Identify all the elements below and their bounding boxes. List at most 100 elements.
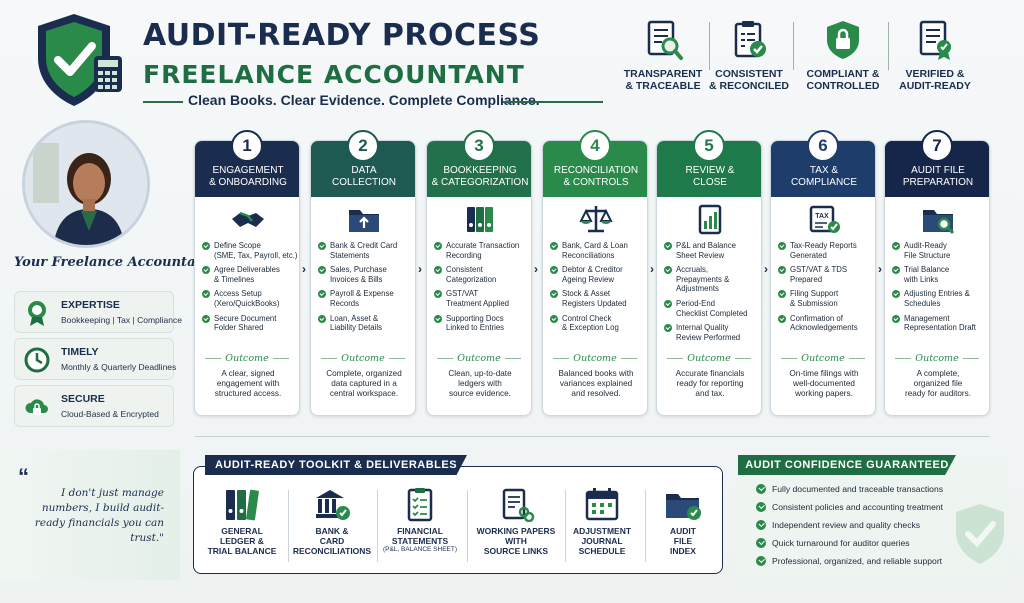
badge-title: EXPERTISE [61,299,120,311]
step-item: Supporting Docs Linked to Entries [434,314,530,333]
outcome-label: Outcome [543,353,647,364]
feature-divider [793,22,794,70]
confidence-item: Fully documented and traceable transacti… [756,484,966,502]
confidence-item: Quick turnaround for auditor queries [756,538,966,556]
step-title: REVIEW & CLOSE [685,165,735,188]
step-item: GST/VAT Treatment Applied [434,289,530,308]
clipboard-statement-icon [407,488,433,522]
document-search-icon [647,20,683,60]
scale-icon [579,206,613,233]
step-item: Define Scope (SME, Tax, Payroll, etc.) [202,241,298,260]
outcome-text: Accurate financials ready for reporting … [675,369,745,398]
clock-icon [24,347,50,373]
feature-label: COMPLIANT & CONTROLLED [806,68,880,92]
toolkit-item-working-papers: WORKING PAPERS WITH SOURCE LINKS [474,486,558,556]
quote-text: I don't just manage numbers, I build aud… [34,487,164,544]
svg-text:TAX: TAX [815,213,829,220]
toolkit-item-audit-index: AUDIT FILE INDEX [641,486,725,556]
outcome-label: Outcome [885,353,989,364]
chevron-right-icon: › [302,262,306,276]
page-title: AUDIT-READY PROCESS [143,18,541,53]
tagline: Clean Books. Clear Evidence. Complete Co… [188,92,540,108]
badge-expertise: EXPERTISE Bookkeeping | Tax | Compliance [14,291,182,333]
step-item: Sales, Purchase Invoices & Bills [318,265,414,284]
step-title: AUDIT FILE PREPARATION [902,165,974,188]
certificate-icon [919,20,951,60]
step-item: Debtor & Creditor Ageing Review [550,265,646,284]
step-item: Access Setup (Xero/QuickBooks) [202,289,298,308]
tagline-rule-right [503,101,603,103]
badge-title: SECURE [61,393,105,405]
person-avatar-icon [25,123,147,245]
step-title: DATA COLLECTION [332,165,396,188]
report-chart-icon [698,204,722,235]
cloud-lock-icon [25,399,48,415]
step-number: 7 [921,130,953,162]
step-item: Loan, Asset & Liability Details [318,314,414,333]
binders-icon [467,207,493,232]
toolkit-banner: AUDIT-READY TOOLKIT & DELIVERABLES [205,455,467,475]
step-item: Accurate Transaction Recording [434,241,530,260]
step-item: Confirmation of Acknowledgements [778,314,874,333]
step-item: Accruals, Prepayments & Adjustments [664,265,760,294]
step-item: GST/VAT & TDS Prepared [778,265,874,284]
step-item: Control Check & Exception Log [550,314,646,333]
chevron-right-icon: › [878,262,882,276]
quote-panel [0,450,180,580]
feature-label: CONSISTENT & RECONCILED [709,68,789,92]
signature-text: Your Freelance Accountant [14,255,211,270]
step-item: Agree Deliverables & Timelines [202,265,298,284]
toolkit-divider [377,490,378,562]
accountant-portrait [22,120,150,248]
step-item: Management Representation Draft [892,314,988,333]
tagline-rule-left [143,101,183,103]
step-item: Trial Balance with Links [892,265,988,284]
feature-divider [888,22,889,70]
calendar-icon [585,488,619,521]
feature-verified: VERIFIED & AUDIT-READY [888,18,982,92]
shield-lock-icon [827,21,859,59]
toolkit-item-journal: ADJUSTMENT JOURNAL SCHEDULE [560,486,644,556]
section-divider [195,436,990,437]
feature-divider [709,22,710,70]
confidence-item: Professional, organized, and reliable su… [756,556,966,574]
outcome-label: Outcome [427,353,531,364]
step-item: Secure Document Folder Shared [202,314,298,333]
handshake-icon [232,211,264,227]
outcome-label: Outcome [195,353,299,364]
quote-mark: “ [18,464,29,489]
step-number: 6 [807,130,839,162]
toolkit-item-ledger: GENERAL LEDGER & TRIAL BALANCE [200,486,284,556]
folder-search-icon [923,210,955,235]
badge-subtitle: Monthly & Quarterly Deadlines [61,362,177,372]
feature-transparent: TRANSPARENT & TRACEABLE [616,18,710,92]
toolkit-panel [193,466,723,574]
outcome-text: Balanced books with variances explained … [558,369,634,398]
step-item: Tax-Ready Reports Generated [778,241,874,260]
badge-secure: SECURE Cloud-Based & Encrypted [14,385,174,427]
confidence-item: Consistent policies and accounting treat… [756,502,966,520]
step-item: Bank & Credit Card Statements [318,241,414,260]
step-number: 1 [231,130,263,162]
badge-timely: TIMELY Monthly & Quarterly Deadlines [14,338,177,380]
toolkit-divider [288,490,289,562]
step-item: Payroll & Expense Records [318,289,414,308]
step-items: Define Scope (SME, Tax, Payroll, etc.) Ag… [202,241,298,338]
outcome-label: Outcome [771,353,875,364]
step-item: Period-End Checklist Completed [664,299,760,318]
step-card-2: DATA COLLECTION Bank & Credit Card Statem… [310,140,416,416]
outcome-text: Clean, up-to-date ledgers with source ev… [448,369,512,398]
toolkit-item-bank: BANK & CARD RECONCILIATIONS [290,486,374,556]
toolkit-label: BANK & CARD RECONCILIATIONS [292,526,372,556]
toolkit-divider [565,490,566,562]
confidence-list: Fully documented and traceable transacti… [756,484,966,574]
step-item: Stock & Asset Registers Updated [550,289,646,308]
